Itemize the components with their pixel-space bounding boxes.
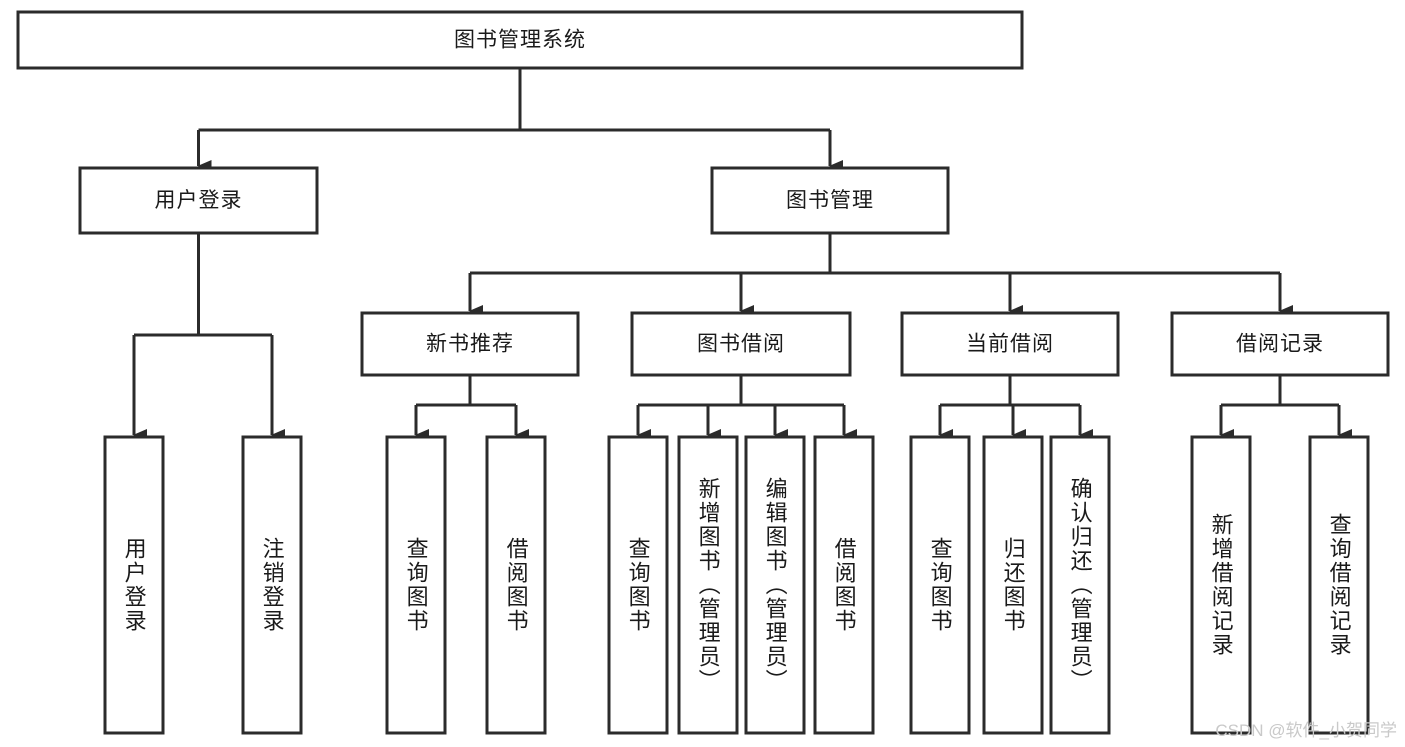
node-leaf-query-book-3[interactable] xyxy=(909,435,971,735)
node-borrow-record[interactable]: 借阅记录 xyxy=(1170,311,1390,377)
node-box-leaf-logout-login xyxy=(241,435,303,735)
connector-group-user-login xyxy=(132,233,285,441)
node-leaf-user-login[interactable] xyxy=(103,435,165,735)
node-label-borrow-record: 借阅记录 xyxy=(1236,333,1324,356)
node-leaf-logout-login[interactable] xyxy=(241,435,303,735)
node-label-book-manage: 图书管理 xyxy=(786,189,874,212)
node-box-new-book-recommend xyxy=(360,311,580,377)
node-box-leaf-query-borrow-record xyxy=(1308,435,1370,735)
node-leaf-edit-book[interactable] xyxy=(744,435,806,735)
node-box-leaf-borrow-book-2 xyxy=(813,435,875,735)
connector-lines xyxy=(132,68,1352,441)
node-book-manage[interactable]: 图书管理 xyxy=(710,166,950,235)
node-leaf-return-book[interactable] xyxy=(982,435,1044,735)
node-box-leaf-add-book xyxy=(677,435,739,735)
node-label-user-login: 用户登录 xyxy=(155,189,243,212)
node-label-book-borrow: 图书借阅 xyxy=(697,333,785,356)
connector-group-book-borrow xyxy=(636,375,857,441)
connector-group-new-book-recommend xyxy=(414,375,529,441)
node-leaf-query-book-2[interactable] xyxy=(607,435,669,735)
node-user-login[interactable]: 用户登录 xyxy=(78,166,319,235)
node-box-leaf-edit-book xyxy=(744,435,806,735)
node-box-leaf-query-book-3 xyxy=(909,435,971,735)
node-new-book-recommend[interactable]: 新书推荐 xyxy=(360,311,580,377)
connector-group-current-borrow xyxy=(938,375,1093,441)
connector-group-book-manage xyxy=(468,233,1293,317)
node-box-leaf-query-book-2 xyxy=(607,435,669,735)
connector-group-root xyxy=(197,68,843,172)
node-box-book-manage xyxy=(710,166,950,235)
node-current-borrow[interactable]: 当前借阅 xyxy=(900,311,1120,377)
node-leaf-add-book[interactable] xyxy=(677,435,739,735)
node-box-book-borrow xyxy=(630,311,852,377)
node-box-leaf-add-borrow-record xyxy=(1190,435,1252,735)
node-box-borrow-record xyxy=(1170,311,1390,377)
node-leaf-add-borrow-record[interactable] xyxy=(1190,435,1252,735)
connector-group-borrow-record xyxy=(1219,375,1352,441)
node-leaf-borrow-book-2[interactable] xyxy=(813,435,875,735)
node-root[interactable]: 图书管理系统 xyxy=(16,10,1024,70)
node-label-current-borrow: 当前借阅 xyxy=(966,333,1054,356)
node-box-leaf-user-login xyxy=(103,435,165,735)
node-box-leaf-query-book-1 xyxy=(385,435,447,735)
node-box-leaf-borrow-book-1 xyxy=(485,435,547,735)
node-leaf-borrow-book-1[interactable] xyxy=(485,435,547,735)
node-box-current-borrow xyxy=(900,311,1120,377)
node-label-root: 图书管理系统 xyxy=(454,29,586,52)
node-label-new-book-recommend: 新书推荐 xyxy=(426,333,514,356)
node-box-leaf-return-book xyxy=(982,435,1044,735)
node-box-root xyxy=(16,10,1024,70)
node-leaf-query-borrow-record[interactable] xyxy=(1308,435,1370,735)
node-box-user-login xyxy=(78,166,319,235)
node-leaf-confirm-return[interactable] xyxy=(1049,435,1111,735)
node-book-borrow[interactable]: 图书借阅 xyxy=(630,311,852,377)
node-box-leaf-confirm-return xyxy=(1049,435,1111,735)
node-leaf-query-book-1[interactable] xyxy=(385,435,447,735)
